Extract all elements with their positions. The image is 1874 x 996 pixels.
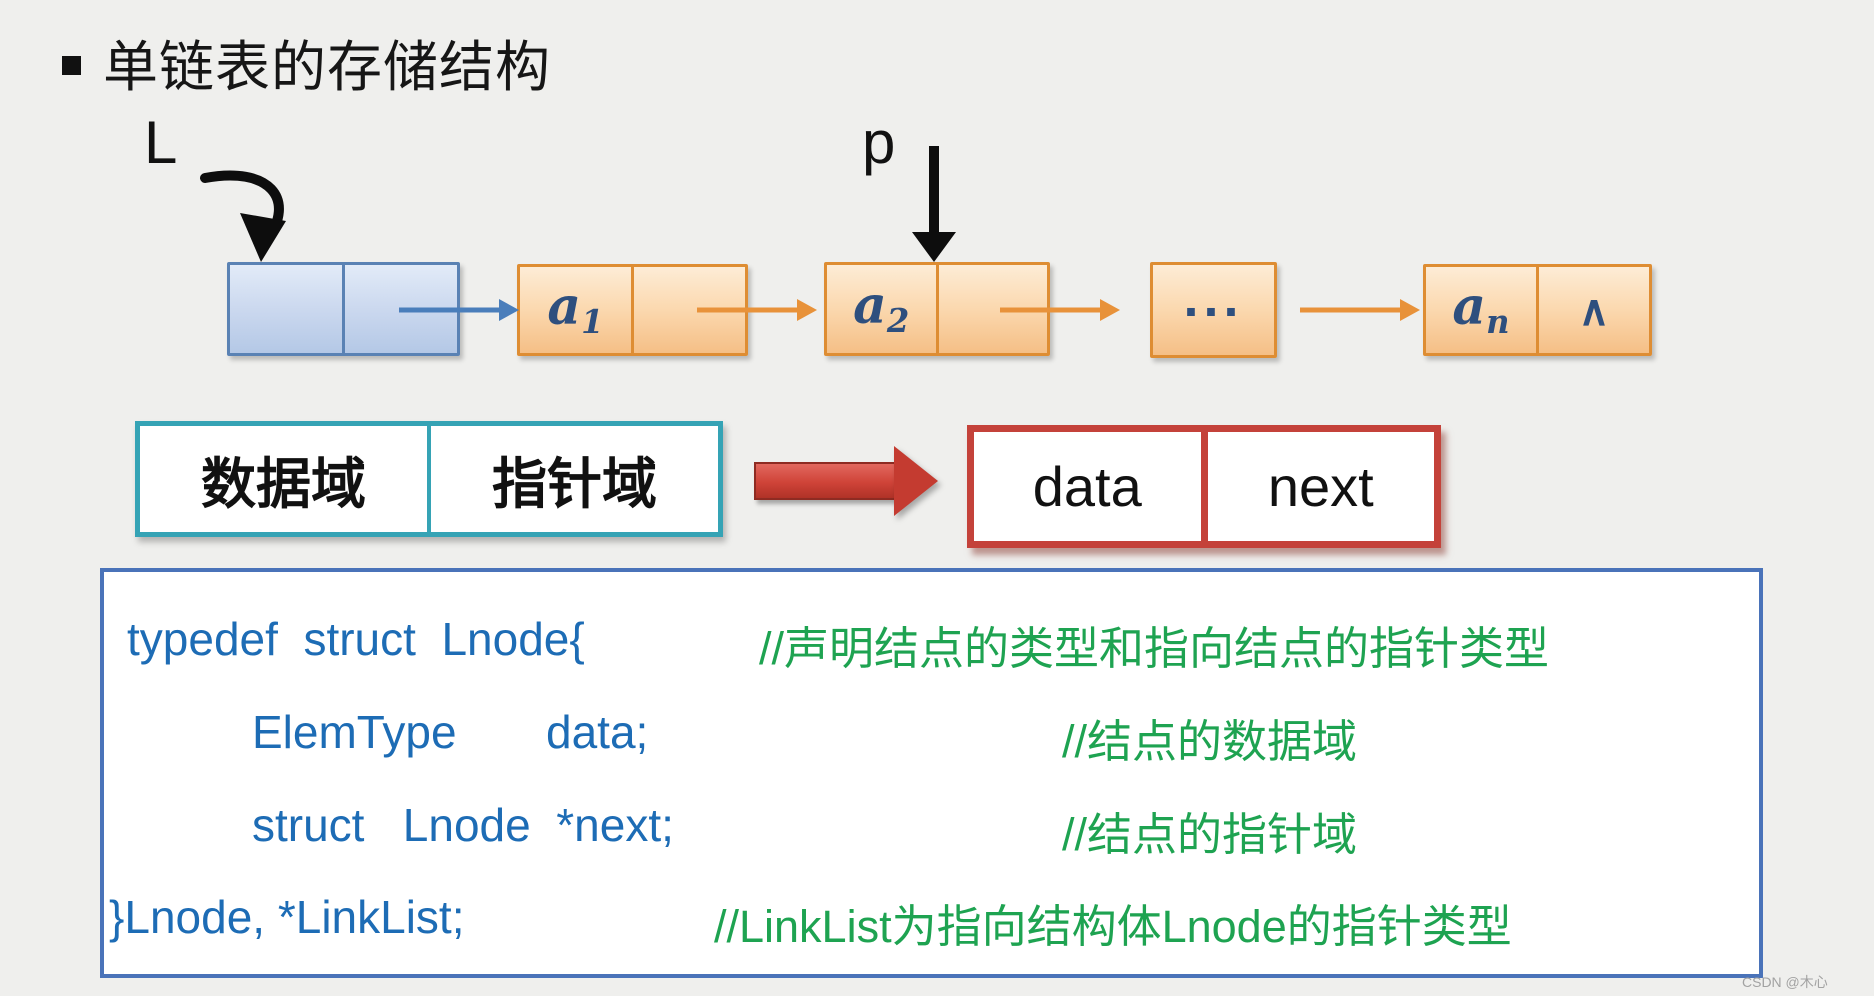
code-text: ElemType data; (252, 706, 649, 758)
node-a1-label: a1 (547, 276, 604, 342)
node-a1-data-cell: a1 (520, 267, 631, 353)
struct-data-cell: data (1032, 455, 1142, 518)
struct-next-cell: next (1200, 432, 1435, 541)
node-ellipsis-cell: ... (1183, 268, 1244, 328)
node-a1-next-cell (631, 267, 745, 353)
code-line-1: typedef struct Lnode{ //声明结点的类型和指向结点的指针类… (104, 612, 1759, 674)
node-an-data-cell: an (1426, 267, 1536, 353)
field-name-box: 数据域 指针域 (135, 421, 723, 537)
node-an-label: an (1452, 276, 1510, 342)
slide-title: 单链表的存储结构 (62, 22, 551, 102)
node-an: an ∧ (1423, 264, 1652, 356)
data-field-cell: 数据域 (200, 453, 366, 515)
code-comment: //结点的数据域 (1062, 716, 1358, 767)
red-arrow-head-icon (894, 446, 938, 516)
code-line-4: }Lnode, *LinkList; //LinkList为指向结构体Lnode… (104, 890, 1759, 952)
node-a2-next-cell (935, 265, 1048, 353)
code-text: }Lnode, *LinkList; (109, 891, 465, 943)
code-text: struct Lnode *next; (252, 799, 674, 851)
code-line-3: struct Lnode *next; //结点的指针域 (104, 798, 1759, 860)
head-node-data-cell (230, 265, 342, 353)
code-line-2: ElemType data; //结点的数据域 (104, 705, 1759, 767)
code-comment: //声明结点的类型和指向结点的指针类型 (759, 623, 1550, 674)
l-pointer-label: L (144, 109, 178, 176)
next-arrow-ellipsis-to-an (1300, 299, 1420, 321)
node-a1: a1 (517, 264, 748, 356)
code-box: typedef struct Lnode{ //声明结点的类型和指向结点的指针类… (100, 568, 1763, 978)
node-an-next-cell: ∧ (1536, 267, 1649, 353)
struct-node-box: data next (967, 425, 1441, 548)
null-pointer-symbol: ∧ (1578, 286, 1610, 334)
l-pointer-arrow (200, 170, 286, 262)
red-arrow-shaft (754, 462, 896, 500)
page-title: 单链表的存储结构 (103, 36, 552, 98)
node-a2-data-cell: a2 (827, 265, 936, 353)
bullet-square-icon (62, 55, 81, 75)
node-ellipsis: ... (1150, 262, 1277, 358)
head-node-next-cell (342, 265, 457, 353)
code-text: typedef struct Lnode{ (127, 613, 585, 665)
code-comment: //LinkList为指向结构体Lnode的指针类型 (714, 901, 1512, 952)
head-node (227, 262, 460, 356)
p-pointer-arrow (912, 146, 956, 262)
p-pointer-label: p (862, 109, 896, 176)
watermark: CSDN @木心 (1742, 974, 1828, 990)
pointer-field-cell: 指针域 (427, 426, 718, 532)
node-a2: a2 (824, 262, 1050, 356)
code-comment: //结点的指针域 (1062, 809, 1358, 860)
node-a2-label: a2 (853, 275, 910, 341)
